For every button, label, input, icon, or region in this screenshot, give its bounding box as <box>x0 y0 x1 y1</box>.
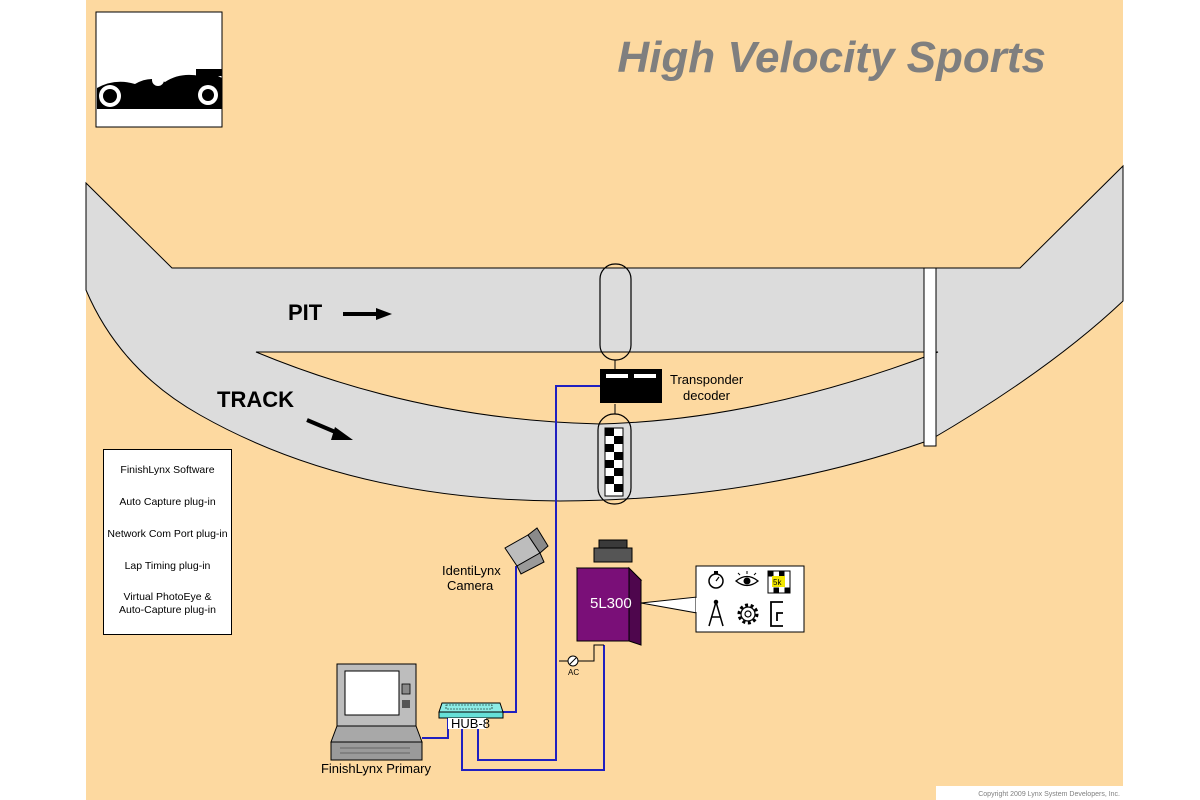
hub-icon <box>438 702 504 719</box>
checkered-strip <box>604 427 624 497</box>
identilynx-label-line1: IdentiLynx <box>442 563 501 578</box>
eye-icon <box>734 571 760 587</box>
pit-track-divider <box>255 351 939 425</box>
5k-badge-text: 5k <box>773 578 782 587</box>
clamp-icon <box>770 601 783 627</box>
finish-line <box>923 267 937 447</box>
laptop-icon <box>330 663 423 761</box>
legend-item-auto-capture: Auto Capture plug-in <box>119 496 216 508</box>
logo <box>95 11 223 128</box>
transponder-label-line1: Transponder <box>670 372 744 387</box>
legend-item-network-com: Network Com Port plug-in <box>107 528 228 540</box>
ac-label: AC <box>568 668 579 677</box>
pit-label: PIT <box>288 300 323 325</box>
track-surface <box>85 164 1124 502</box>
finishlynx-camera <box>575 539 643 646</box>
hub-label-bg <box>448 718 486 729</box>
camera-model-label: 5L300 <box>590 595 632 612</box>
copyright-text: Copyright 2009 Lynx System Developers, I… <box>978 791 1120 798</box>
ac-plug-icon <box>559 655 579 667</box>
page-title: High Velocity Sports <box>617 33 1046 82</box>
ac-wire <box>577 644 604 662</box>
hub-label: HUB-8 <box>451 716 490 731</box>
tower-icon <box>708 599 724 627</box>
laptop-label: FinishLynx Primary <box>321 761 432 776</box>
transponder-label-line2: decoder <box>683 388 731 403</box>
copyright-bg <box>936 786 1123 800</box>
track-label: TRACK <box>217 387 294 412</box>
identilynx-label-line2: Camera <box>447 578 494 593</box>
track-arrow-icon <box>306 418 353 440</box>
legend-item-software: FinishLynx Software <box>120 464 215 476</box>
software-legend: FinishLynx Software Auto Capture plug-in… <box>103 449 232 635</box>
legend-item-virtual-photoeye: Virtual PhotoEye & Auto-Capture plug-in <box>119 591 216 616</box>
pit-arrow-icon <box>343 308 392 320</box>
stopwatch-icon <box>708 571 724 589</box>
identilynx-camera-icon <box>504 527 549 575</box>
gear-icon <box>737 603 759 625</box>
transponder-decoder <box>600 369 662 403</box>
5k-flag-icon: 5k <box>767 570 791 594</box>
legend-item-lap-timing: Lap Timing plug-in <box>124 560 211 572</box>
